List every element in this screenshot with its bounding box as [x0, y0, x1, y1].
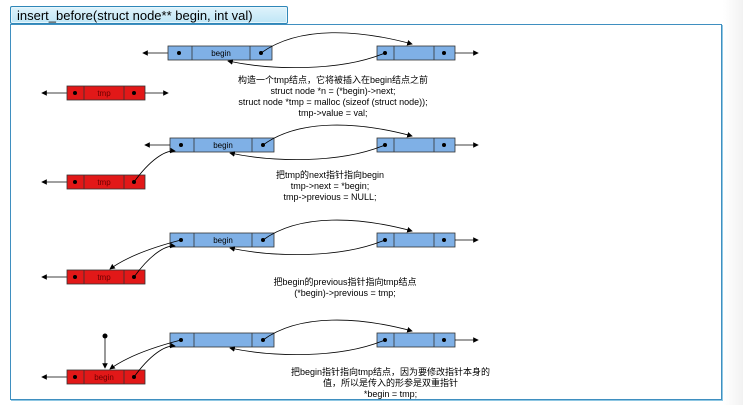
tmp-node-1: tmp	[66, 85, 146, 101]
tmp-node-2: tmp	[66, 174, 146, 190]
step-2-line-3: tmp->previous = NULL;	[283, 192, 377, 202]
begin-next-arrow	[260, 32, 413, 54]
step-1-line-3: struct node *tmp = malloc (sizeof (struc…	[238, 97, 428, 107]
tmp-node-4: begin	[66, 369, 146, 385]
begin-node-4	[169, 332, 275, 348]
step-1-diagram: begin tmp	[41, 32, 479, 101]
next-prev-arrow	[229, 339, 386, 356]
tmp-node-3: tmp	[66, 269, 146, 285]
next-node-1	[376, 45, 456, 61]
begin-node-2: begin	[169, 137, 275, 153]
next-prev-arrow	[229, 144, 386, 161]
step-4-line-2: 值，所以是传入的形参是双重指针	[322, 378, 458, 388]
next-node-2	[376, 137, 456, 153]
begin-next-arrow	[262, 319, 413, 341]
begin-node-3: begin	[169, 232, 275, 248]
step-2-caption: 把tmp的next指针指向begin tmp->next = *begin; t…	[245, 170, 415, 203]
step-3-caption: 把begin的previous指针指向tmp结点 (*begin)->previ…	[245, 277, 445, 299]
step-4-caption: 把begin指针指向tmp结点，因为要修改指针本身的 值，所以是传入的形参是双重…	[248, 367, 533, 400]
slide-edge-shade	[723, 0, 743, 405]
step-1-caption: 构造一个tmp结点，它将被插入在begin结点之前 struct node *n…	[208, 75, 458, 119]
step-4-line-1: 把begin指针指向tmp结点，因为要修改指针本身的	[290, 367, 491, 377]
begin-node-1: begin	[167, 45, 273, 61]
step-3-line-2: (*begin)->previous = tmp;	[294, 288, 396, 298]
begin-node-label: begin	[211, 49, 231, 58]
begin-prev-to-tmp-arrow	[109, 239, 182, 270]
step-2-line-1: 把tmp的next指针指向begin	[275, 170, 385, 180]
step-1-line-1: 构造一个tmp结点，它将被插入在begin结点之前	[237, 75, 429, 85]
tmp-next-to-begin-arrow	[133, 342, 176, 378]
tmp-node-label: tmp	[97, 178, 111, 187]
begin-node-label: begin	[213, 236, 233, 245]
tmp-node-label: tmp	[97, 273, 111, 282]
tmp-next-to-begin-arrow	[133, 147, 176, 183]
next-prev-arrow	[229, 239, 386, 256]
next-node-3	[376, 232, 456, 248]
next-prev-arrow	[227, 52, 386, 69]
step-2-diagram: begin tmp	[41, 124, 479, 190]
begin-label-on-tmp-node: begin	[94, 373, 114, 382]
begin-prev-to-tmp-arrow	[109, 339, 182, 370]
step-1-line-2: struct node *n = (*begin)->next;	[270, 86, 396, 96]
slide-title: insert_before(struct node** begin, int v…	[10, 6, 288, 24]
begin-next-arrow	[262, 219, 413, 241]
step-1-line-4: tmp->value = val;	[298, 108, 368, 118]
step-4-line-3: *begin = tmp;	[363, 389, 418, 399]
next-node-4	[376, 332, 456, 348]
step-3-diagram: begin tmp	[41, 219, 479, 285]
tmp-node-label: tmp	[97, 89, 111, 98]
step-3-line-1: 把begin的previous指针指向tmp结点	[273, 277, 417, 287]
tmp-next-to-begin-arrow	[133, 242, 176, 278]
step-4-diagram: begin	[41, 319, 479, 385]
begin-next-arrow	[262, 124, 413, 146]
step-2-line-2: tmp->next = *begin;	[290, 181, 370, 191]
begin-node-label: begin	[213, 141, 233, 150]
